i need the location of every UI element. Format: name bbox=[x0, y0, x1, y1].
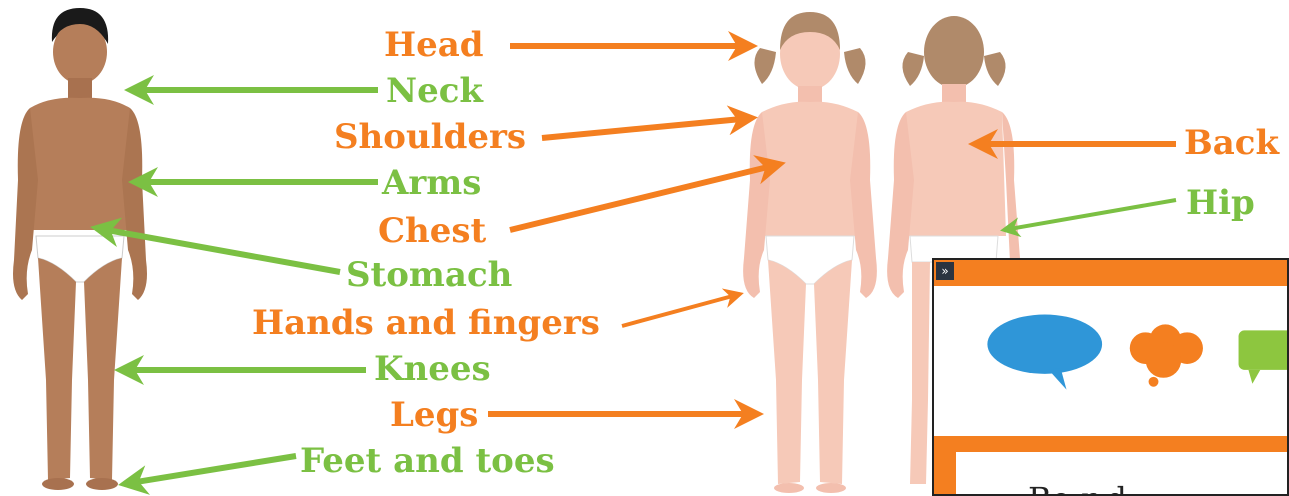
overlay-panel: » Bo r d bbox=[932, 258, 1289, 496]
expand-panel-button[interactable]: » bbox=[936, 262, 954, 280]
arrow-hip bbox=[1004, 200, 1176, 230]
arrow-chest bbox=[510, 164, 780, 230]
label-arms: Arms bbox=[381, 163, 481, 203]
blue-speech-bubble-icon[interactable] bbox=[987, 315, 1102, 390]
girl-front-figure bbox=[743, 12, 877, 493]
label-feet: Feet and toes bbox=[300, 441, 555, 481]
panel-content-area: Bo r d bbox=[956, 452, 1287, 496]
label-hands: Hands and fingers bbox=[252, 303, 600, 343]
label-stomach: Stomach bbox=[346, 255, 512, 295]
label-back: Back bbox=[1184, 123, 1280, 163]
label-head: Head bbox=[384, 25, 484, 65]
panel-header-bar: » bbox=[934, 260, 1287, 286]
green-speech-bubble-icon[interactable] bbox=[1239, 330, 1287, 383]
label-shoulders: Shoulders bbox=[334, 117, 526, 157]
label-chest: Chest bbox=[378, 211, 487, 251]
boy-figure bbox=[13, 8, 147, 490]
label-hip: Hip bbox=[1186, 183, 1255, 223]
arrow-hands bbox=[622, 294, 740, 326]
panel-content-frame: Bo r d bbox=[934, 436, 1287, 496]
panel-icon-row bbox=[934, 286, 1287, 436]
orange-thought-bubble-icon[interactable] bbox=[1130, 324, 1203, 386]
arrow-shoulders bbox=[542, 118, 752, 138]
label-legs: Legs bbox=[390, 395, 478, 435]
panel-partial-text: Bo r d bbox=[1028, 480, 1127, 496]
label-knees: Knees bbox=[374, 349, 491, 389]
label-neck: Neck bbox=[386, 71, 484, 111]
arrow-feet bbox=[124, 456, 296, 484]
